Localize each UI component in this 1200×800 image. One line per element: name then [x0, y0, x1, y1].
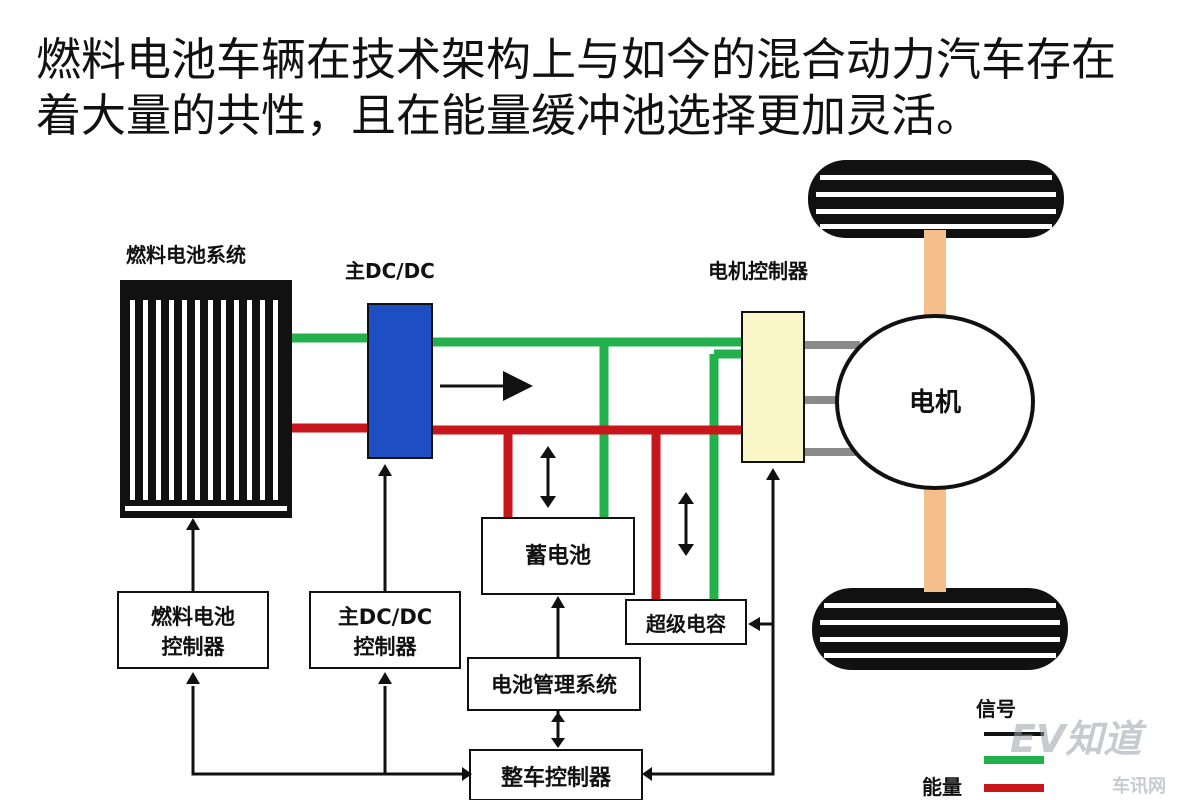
caption-line-2: 着大量的共性，且在能量缓冲池选择更加灵活。 — [36, 89, 982, 142]
battery-bidirectional-arrow — [540, 446, 556, 508]
main-dcdc-label: 主DC/DC — [345, 259, 435, 283]
main-dcdc-block — [367, 303, 433, 459]
watermark-site: 车讯网 — [1112, 775, 1166, 797]
fuel-cell-controller-label-2: 控制器 — [162, 635, 226, 659]
motor-controller-block — [741, 311, 805, 463]
dcdc-controller-label-2: 控制器 — [354, 635, 418, 659]
supercapacitor-label: 超级电容 — [645, 612, 726, 636]
vehicle-controller-box — [469, 749, 643, 800]
legend-energy-label: 能量 — [922, 775, 962, 799]
fuel-cell-controller-box — [117, 591, 269, 669]
supercapacitor-box — [625, 599, 747, 645]
fuel-cell-controller-label-1: 燃料电池 — [151, 605, 235, 629]
supercap-bidirectional-arrow — [678, 492, 694, 556]
motor-circle — [835, 314, 1035, 490]
vehicle-controller-label: 整车控制器 — [501, 765, 612, 791]
red-energy-lines — [292, 423, 742, 600]
bms-box — [467, 657, 641, 711]
legend-signal-label: 信号 — [976, 697, 1016, 721]
caption: 燃料电池车辆在技术架构上与如今的混合动力汽车存在 着大量的共性，且在能量缓冲池选… — [36, 32, 1176, 144]
battery-label: 蓄电池 — [525, 544, 591, 569]
motor-phase-lines — [804, 341, 860, 456]
dcdc-controller-label-1: 主DC/DC — [338, 605, 432, 629]
watermark-logo: EV知道 — [1010, 717, 1147, 761]
motor-controller-label: 电机控制器 — [708, 259, 809, 283]
battery-box — [481, 517, 635, 595]
front-wheel — [808, 160, 1064, 238]
dcdc-controller-box — [309, 591, 461, 669]
watermark: EV知道 车讯网 — [1010, 717, 1166, 797]
fuel-cell-stack — [120, 280, 292, 518]
legend: 信号 能量 — [922, 697, 1044, 799]
axle-bottom — [924, 484, 946, 592]
bms-label: 电池管理系统 — [491, 673, 617, 697]
motor-label: 电机 — [909, 388, 961, 418]
caption-line-1: 燃料电池车辆在技术架构上与如今的混合动力汽车存在 — [36, 33, 1117, 86]
axle-top — [924, 230, 946, 322]
signal-arrowheads — [186, 464, 780, 781]
fuel-cell-system-label: 燃料电池系统 — [126, 243, 246, 267]
rear-wheel — [812, 588, 1068, 670]
